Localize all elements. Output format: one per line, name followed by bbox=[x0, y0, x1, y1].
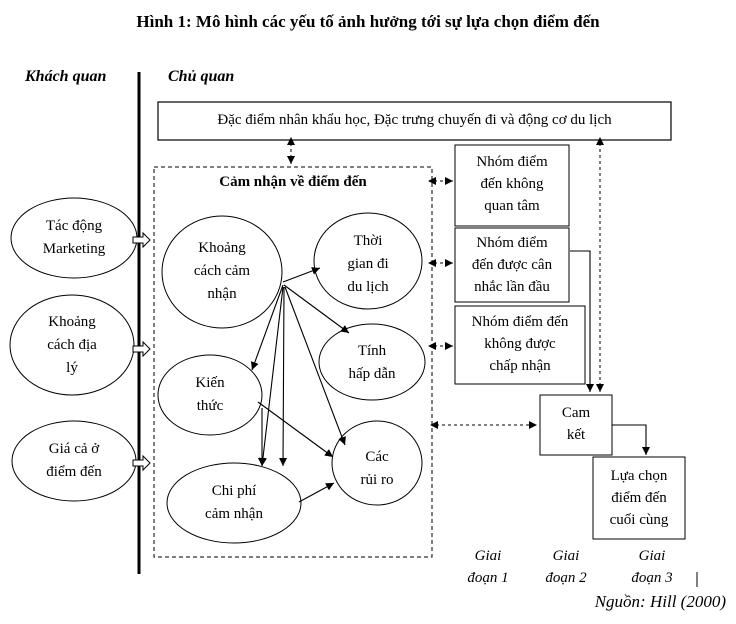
travel-time-text: Thời gian đi du lịch bbox=[347, 233, 389, 295]
ellipse-attractiveness bbox=[318, 323, 426, 401]
arrow-distance-to-attractiveness bbox=[283, 284, 350, 334]
final-choice-box bbox=[592, 456, 686, 540]
perceived-cost-text: Chi phí cảm nhận bbox=[205, 483, 263, 522]
perception-box-title: Cảm nhận về điểm đến bbox=[219, 174, 367, 190]
price-text: Giá cả ở điểm đến bbox=[46, 441, 102, 480]
attractiveness-text: Tính hấp dẫn bbox=[348, 343, 396, 382]
group-box-rejected bbox=[454, 305, 586, 385]
source-note: Nguồn: Hill (2000) bbox=[594, 592, 726, 611]
block-arrow-price bbox=[132, 454, 151, 472]
risks-text: Các rủi ro bbox=[360, 449, 394, 488]
marketing-text: Tác động Marketing bbox=[42, 218, 106, 257]
perception-box-frame bbox=[153, 166, 433, 558]
ellipse-perceived-cost bbox=[166, 462, 302, 544]
arrow-distance-to-time bbox=[282, 267, 321, 283]
group-not-interested-text: Nhóm điểm đến không quan tâm bbox=[476, 154, 548, 214]
ellipse-knowledge bbox=[157, 354, 263, 436]
geo-distance-text: Khoảng cách địa lý bbox=[47, 314, 97, 376]
arrow-distance-to-cost-a bbox=[258, 286, 284, 467]
arrow-knowledge-to-risks bbox=[257, 401, 334, 458]
knowledge-text: Kiến thức bbox=[195, 375, 225, 414]
subjective-label: Chủ quan bbox=[168, 68, 235, 85]
block-arrow-geo bbox=[132, 340, 151, 358]
commitment-text: Cam kết bbox=[561, 405, 591, 443]
ellipse-perceived-distance bbox=[161, 215, 283, 329]
stage-2-label: Giai đoạn 2 bbox=[545, 548, 587, 586]
group-rejected-text: Nhóm điểm đến không được chấp nhận bbox=[471, 314, 569, 374]
arrow-distance-to-cost-b bbox=[279, 286, 288, 467]
arrow-cost-to-risks bbox=[298, 482, 335, 503]
arrow-commitment-to-final bbox=[612, 424, 650, 455]
top-box-frame bbox=[157, 101, 672, 141]
stage-3-label: Giai đoạn 3 bbox=[631, 548, 673, 586]
perceived-distance-text: Khoảng cách cảm nhận bbox=[193, 240, 251, 302]
figure-title: Hình 1: Mô hình các yếu tố ảnh hưởng tới… bbox=[136, 12, 600, 31]
stage-1-label: Giai đoạn 1 bbox=[467, 548, 509, 586]
group-box-considered bbox=[454, 227, 570, 303]
final-choice-text: Lựa chọn điểm đến cuối cùng bbox=[609, 468, 669, 528]
arrow-distance-to-risks bbox=[284, 286, 346, 446]
group-considered-text: Nhóm điểm đến được cân nhắc lần đầu bbox=[471, 235, 553, 295]
arrow-considered-to-commitment bbox=[570, 250, 594, 392]
ellipse-geo-distance bbox=[9, 294, 135, 396]
ellipse-risks bbox=[331, 420, 423, 506]
group-box-not-interested bbox=[454, 144, 570, 227]
top-box-text: Đặc điểm nhân khẩu học, Đặc trưng chuyến… bbox=[217, 112, 612, 128]
block-arrow-marketing bbox=[132, 231, 151, 249]
ellipse-travel-time bbox=[313, 212, 423, 310]
arrow-distance-to-knowledge bbox=[250, 284, 284, 371]
objective-label: Khách quan bbox=[25, 68, 107, 85]
